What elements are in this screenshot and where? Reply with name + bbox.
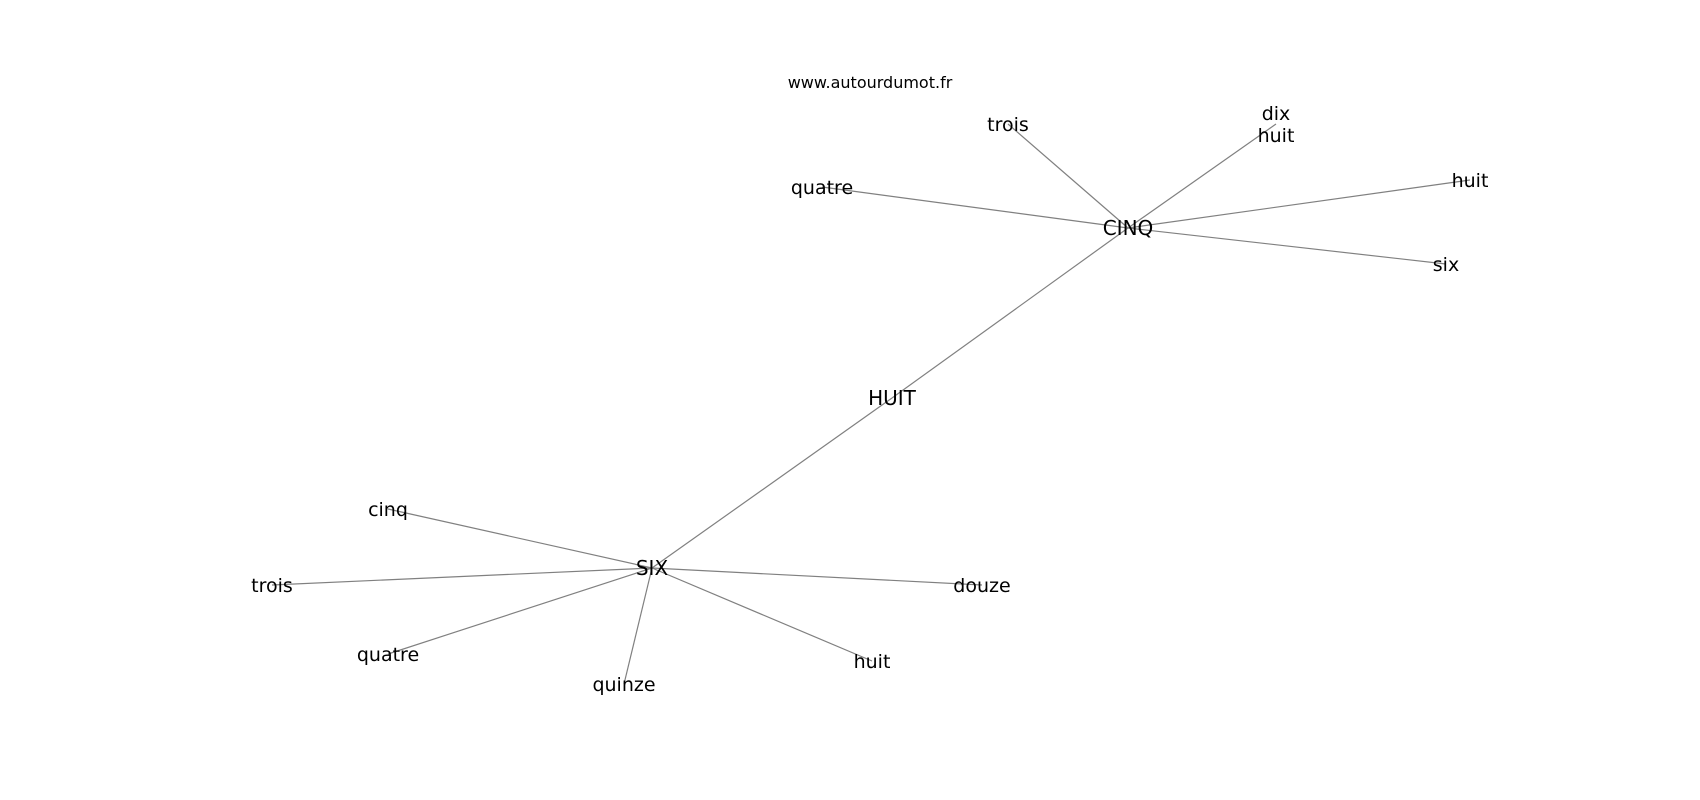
node-label-cinq-huit: huit	[1452, 170, 1489, 192]
edge-six_hub-six_huit	[651, 567, 873, 662]
node-label-cinq-trois: trois	[987, 114, 1029, 136]
edge-six_hub-six_trois	[271, 567, 653, 586]
edge-huit_hub-six_hub	[651, 397, 893, 569]
node-label-six-hub: SIX	[636, 556, 669, 580]
node-label-line: huit	[1452, 170, 1489, 192]
node-label-line: huit	[854, 651, 891, 673]
edge-cinq_hub-cinq_huit	[1127, 179, 1471, 229]
node-label-line: cinq	[368, 499, 408, 521]
node-label-six-quatre: quatre	[357, 644, 419, 666]
edge-cinq_hub-cinq_dix_huit	[1127, 123, 1277, 229]
node-label-line: quinze	[592, 674, 655, 696]
edge-cinq_hub-cinq_trois	[1007, 123, 1129, 229]
node-label-six-quinze: quinze	[592, 674, 655, 696]
node-label-six-trois: trois	[251, 575, 293, 597]
node-label-line: trois	[251, 575, 293, 597]
node-label-line: HUIT	[868, 386, 917, 410]
edge-six_hub-six_quinze	[623, 567, 653, 685]
node-label-cinq-hub: CINQ	[1103, 216, 1154, 240]
node-label-line: dix	[1262, 103, 1291, 125]
node-label-cinq-six: six	[1433, 254, 1459, 276]
node-label-line: douze	[953, 575, 1010, 597]
edge-cinq_hub-cinq_quatre	[821, 186, 1129, 229]
node-label-huit-hub: HUIT	[868, 386, 917, 410]
node-label-six-cinq: cinq	[368, 499, 408, 521]
edge-six_hub-six_douze	[651, 567, 983, 586]
edge-huit_hub-cinq_hub	[891, 227, 1129, 399]
node-label-line: six	[1433, 254, 1459, 276]
edge-six_hub-six_cinq	[387, 508, 653, 569]
node-label-line: SIX	[636, 556, 669, 580]
node-label-six-huit: huit	[854, 651, 891, 673]
watermark-text: www.autourdumot.fr	[788, 73, 953, 92]
edges-layer	[271, 123, 1471, 685]
edge-cinq_hub-cinq_six	[1127, 227, 1447, 265]
node-label-cinq-quatre: quatre	[791, 177, 853, 199]
node-label-line: huit	[1258, 125, 1295, 147]
node-label-line: quatre	[357, 644, 419, 666]
node-label-line: quatre	[791, 177, 853, 199]
node-label-line: trois	[987, 114, 1029, 136]
node-label-six-douze: douze	[953, 575, 1010, 597]
edge-six_hub-six_quatre	[387, 567, 653, 655]
node-label-line: CINQ	[1103, 216, 1154, 240]
